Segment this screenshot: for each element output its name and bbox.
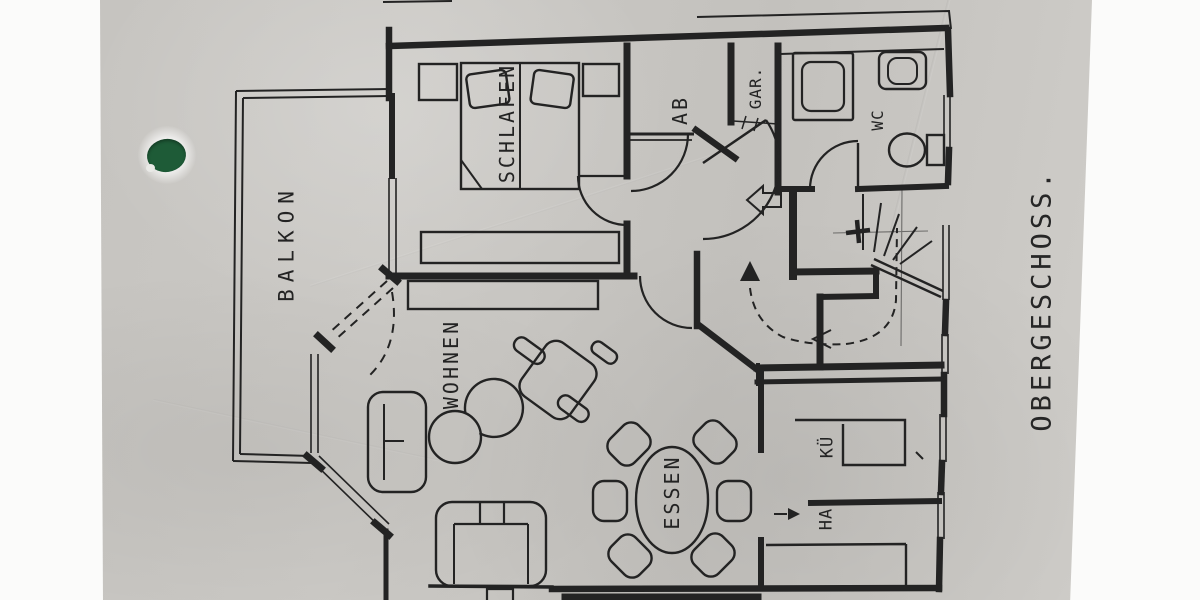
table-below-sofa bbox=[485, 587, 515, 600]
wardrobe-closet bbox=[419, 230, 621, 265]
stair-direction-arrow bbox=[740, 261, 760, 281]
chair bbox=[715, 479, 753, 523]
construction-lines bbox=[832, 188, 929, 347]
room-label-balkon: BALKON bbox=[274, 184, 299, 302]
room-label-ab: AB bbox=[668, 94, 692, 126]
section-cross-mark bbox=[845, 219, 871, 244]
coffee-table bbox=[427, 409, 483, 465]
pillow bbox=[529, 68, 575, 110]
entrance-arrow bbox=[745, 183, 782, 217]
dining-furniture bbox=[591, 419, 753, 579]
walk-line-arrowhead bbox=[810, 329, 832, 349]
walls bbox=[302, 24, 954, 600]
room-label-kueche: KÜ bbox=[817, 435, 838, 459]
sideboard bbox=[406, 279, 600, 311]
cushion bbox=[556, 394, 590, 424]
bathroom-fixtures bbox=[791, 50, 946, 168]
dining-table bbox=[634, 445, 710, 555]
kitchen-counter bbox=[765, 418, 924, 585]
toilet-tank bbox=[925, 133, 946, 167]
chair bbox=[690, 532, 736, 578]
room-label-schlafen: SCHLAFEN bbox=[495, 62, 519, 184]
room-label-wc: WC bbox=[868, 109, 887, 131]
coffee-table-open-circle bbox=[463, 377, 525, 439]
windows bbox=[310, 95, 951, 539]
cushion bbox=[590, 340, 619, 365]
balcony-door-dashed bbox=[328, 280, 395, 377]
room-label-wohnen: WOHNEN bbox=[439, 318, 463, 410]
washbasin bbox=[877, 50, 928, 91]
staircase bbox=[740, 188, 944, 349]
chair bbox=[606, 421, 652, 467]
armchair bbox=[366, 390, 428, 494]
plan-title: OBERGESCHOSS. bbox=[1026, 168, 1058, 432]
chair bbox=[607, 533, 653, 579]
punch-hole-notch bbox=[146, 164, 155, 172]
toilet bbox=[887, 132, 927, 168]
room-label-ha: HA bbox=[816, 507, 837, 531]
living-room-furniture bbox=[366, 279, 619, 600]
bedroom-furniture bbox=[417, 61, 621, 265]
cushion bbox=[512, 336, 546, 366]
sofa bbox=[434, 500, 548, 588]
pillow bbox=[465, 68, 511, 110]
balcony-railing bbox=[232, 88, 390, 464]
chair bbox=[591, 479, 629, 523]
utility-door-arrow bbox=[774, 508, 800, 520]
doors bbox=[576, 115, 860, 330]
chair bbox=[692, 419, 738, 465]
shower bbox=[791, 51, 855, 122]
room-label-gar: GAR. bbox=[746, 66, 765, 110]
room-label-essen: ESSEN bbox=[660, 454, 684, 530]
